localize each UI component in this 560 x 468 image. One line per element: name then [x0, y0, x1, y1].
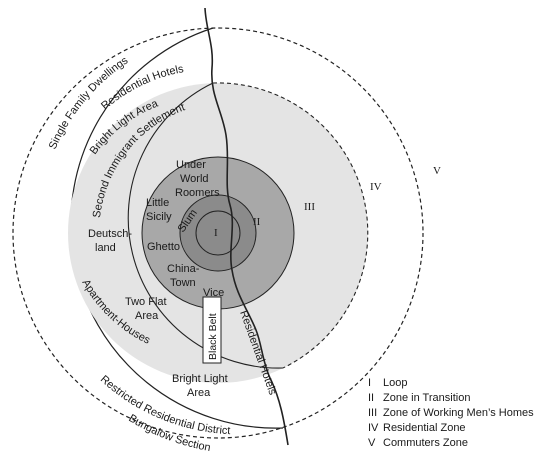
deutsch-label: Deutsch- [88, 228, 132, 240]
legend-text-3: Zone of Working Men’s Homes [383, 407, 534, 419]
ghetto-label: Ghetto [147, 241, 180, 253]
zone-iv-solid-arc [127, 82, 284, 369]
sicily-label: Sicily [146, 211, 172, 223]
zone-iii-numeral: III [304, 201, 315, 213]
zone-i-circle [195, 210, 241, 256]
legend-num-5: V [368, 437, 376, 449]
world-label: World [180, 173, 209, 185]
legend-num-2: II [368, 392, 374, 404]
town-label: Town [170, 277, 196, 289]
zone-iv-numeral: IV [370, 181, 382, 193]
zone-i-numeral: I [214, 227, 218, 239]
area-label: Area [135, 310, 159, 322]
vice-label: Vice [203, 287, 224, 299]
legend-num-4: IV [368, 422, 379, 434]
china-label: China- [167, 263, 200, 275]
bright-light-area-bottom-1: Bright Light [172, 373, 228, 385]
little-label: Little [146, 197, 169, 209]
zone-v-circle [12, 27, 424, 439]
zone-iv-dashed-arc [212, 82, 369, 369]
shoreline-line [204, 7, 289, 446]
zone-v-numeral: V [433, 165, 441, 177]
legend-text-1: Loop [383, 377, 407, 389]
legend: I Loop II Zone in Transition III Zone of… [368, 377, 534, 449]
zone-ii-numeral: II [253, 216, 261, 228]
two-flat-label: Two Flat [125, 296, 167, 308]
legend-text-5: Commuters Zone [383, 437, 468, 449]
black-belt-box [202, 296, 222, 364]
land-label: land [95, 242, 116, 254]
legend-num-1: I [368, 377, 371, 389]
bright-light-area-bottom-2: Area [187, 387, 211, 399]
legend-num-3: III [368, 407, 377, 419]
under-label: Under [176, 159, 206, 171]
roomers-label: Roomers [175, 187, 220, 199]
legend-text-4: Residential Zone [383, 422, 466, 434]
legend-text-2: Zone in Transition [383, 392, 470, 404]
black-belt-label: Black Belt [207, 313, 219, 360]
